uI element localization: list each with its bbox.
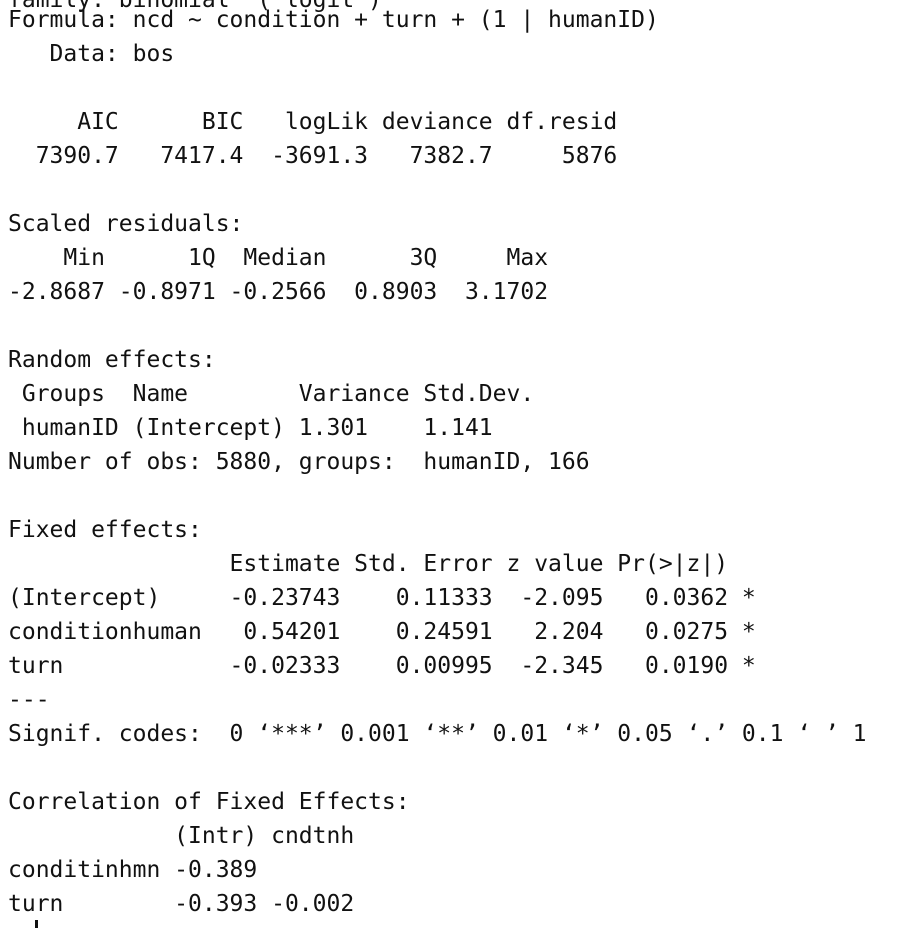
fixed-effects-header: Estimate Std. Error z value Pr(>|z|) [8, 551, 729, 577]
fixed-effects-row: conditionhuman 0.54201 0.24591 2.204 0.0… [8, 619, 756, 645]
random-effects-row: humanID (Intercept) 1.301 1.141 [8, 415, 493, 441]
blank-line [8, 309, 867, 343]
fixed-effects-title: Fixed effects: [8, 517, 202, 543]
blank-line [8, 479, 867, 513]
observations-line: Number of obs: 5880, groups: humanID, 16… [8, 449, 590, 475]
random-effects-header: Groups Name Variance Std.Dev. [8, 381, 535, 407]
fit-statistics-values: 7390.7 7417.4 -3691.3 7382.7 5876 [8, 143, 618, 169]
fixed-effects-row: turn -0.02333 0.00995 -2.345 0.0190 * [8, 653, 756, 679]
fixed-effects-row: (Intercept) -0.23743 0.11333 -2.095 0.03… [8, 585, 756, 611]
random-effects-title: Random effects: [8, 347, 216, 373]
correlation-title: Correlation of Fixed Effects: [8, 789, 410, 815]
scaled-residuals-title: Scaled residuals: [8, 211, 244, 237]
fit-statistics-header: AIC BIC logLik deviance df.resid [8, 109, 618, 135]
text-cursor-mark [35, 920, 38, 928]
residuals-values: -2.8687 -0.8971 -0.2566 0.8903 3.1702 [8, 279, 549, 305]
correlation-row: conditinhmn -0.389 [8, 857, 258, 883]
residuals-header: Min 1Q Median 3Q Max [8, 245, 549, 271]
r-model-summary-output: Formula: ncd ~ condition + turn + (1 | h… [8, 3, 867, 921]
data-line: Data: bos [8, 41, 175, 67]
separator-line: --- [8, 687, 50, 713]
blank-line [8, 173, 867, 207]
blank-line [8, 751, 867, 785]
correlation-row: turn -0.393 -0.002 [8, 891, 355, 917]
formula-line: Formula: ncd ~ condition + turn + (1 | h… [8, 7, 659, 33]
truncated-top-line: family: binomial ( logit ) [8, 0, 382, 13]
correlation-header: (Intr) cndtnh [8, 823, 355, 849]
significance-codes: Signif. codes: 0 ‘***’ 0.001 ‘**’ 0.01 ‘… [8, 721, 867, 747]
blank-line [8, 71, 867, 105]
